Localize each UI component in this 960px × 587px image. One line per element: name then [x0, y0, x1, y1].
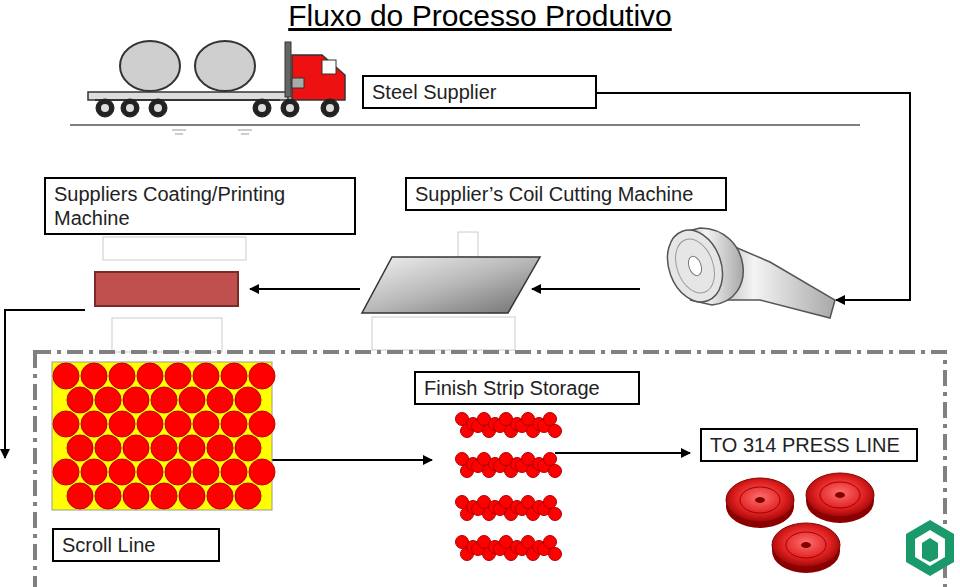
blank-circle [95, 435, 121, 461]
box-label: Scroll Line [62, 533, 210, 557]
blank-circle [137, 363, 163, 389]
stacked-blank [549, 465, 562, 478]
blank-circle [193, 459, 219, 485]
blank-circle [207, 483, 233, 509]
box-label: Steel Supplier [372, 80, 587, 104]
blank-circle [221, 411, 247, 437]
strip-stack [456, 413, 562, 561]
blank-circle [123, 435, 149, 461]
blank-circle [137, 411, 163, 437]
scroll-blanks [53, 363, 275, 509]
label-box: Scroll Line [52, 528, 220, 562]
box-label: TO 314 PRESS LINE [710, 433, 908, 457]
blank-circle [193, 411, 219, 437]
press-ends [726, 473, 874, 573]
label-box: Finish Strip Storage [414, 371, 640, 405]
truck [70, 41, 860, 134]
blank-circle [249, 411, 275, 437]
blank-circle [249, 363, 275, 389]
company-logo [906, 520, 954, 576]
blank-circle [193, 363, 219, 389]
stacked-blank [544, 453, 557, 466]
blank-circle [235, 483, 261, 509]
blank-circle [53, 411, 79, 437]
blank-circle [67, 483, 93, 509]
stacked-blank [544, 496, 557, 509]
blank-circle [165, 363, 191, 389]
scroll-sheet [52, 362, 272, 510]
blank-circle [81, 459, 107, 485]
box-label: Finish Strip Storage [424, 376, 630, 400]
blank-circle [109, 411, 135, 437]
blank-circle [95, 483, 121, 509]
coating-machine [95, 237, 246, 352]
stacked-blank [549, 425, 562, 438]
blank-circle [151, 387, 177, 413]
blank-circle [221, 363, 247, 389]
stacked-blank [549, 548, 562, 561]
blank-circle [67, 387, 93, 413]
blank-circle [179, 435, 205, 461]
blank-circle [81, 411, 107, 437]
blank-circle [81, 363, 107, 389]
blank-circle [151, 483, 177, 509]
blank-circle [179, 387, 205, 413]
label-box: TO 314 PRESS LINE [700, 428, 918, 462]
stacked-blank [544, 536, 557, 549]
blank-circle [235, 387, 261, 413]
blank-circle [53, 459, 79, 485]
label-box: Supplier’s Coil Cutting Machine [405, 177, 727, 211]
blank-circle [249, 459, 275, 485]
label-box: Steel Supplier [362, 75, 597, 109]
steel-coil [658, 222, 835, 318]
blank-circle [109, 459, 135, 485]
blank-circle [109, 363, 135, 389]
blank-circle [123, 387, 149, 413]
stacked-blank [544, 413, 557, 426]
stacked-blank [549, 508, 562, 521]
blank-circle [151, 435, 177, 461]
cutting-machine [362, 232, 540, 350]
plant-boundary [35, 352, 945, 587]
diagram-title: Fluxo do Processo Produtivo [0, 0, 960, 34]
blank-circle [207, 387, 233, 413]
box-label: Supplier’s Coil Cutting Machine [415, 182, 717, 206]
box-label: Suppliers Coating/Printing Machine [54, 182, 346, 230]
blank-circle [67, 435, 93, 461]
blank-circle [123, 483, 149, 509]
blank-circle [95, 387, 121, 413]
blank-circle [221, 459, 247, 485]
blank-circle [207, 435, 233, 461]
blank-circle [179, 483, 205, 509]
blank-circle [235, 435, 261, 461]
label-box: Suppliers Coating/Printing Machine [44, 177, 356, 235]
blank-circle [165, 411, 191, 437]
blank-circle [165, 459, 191, 485]
flow-arrows [5, 93, 910, 460]
blank-circle [137, 459, 163, 485]
blank-circle [53, 363, 79, 389]
